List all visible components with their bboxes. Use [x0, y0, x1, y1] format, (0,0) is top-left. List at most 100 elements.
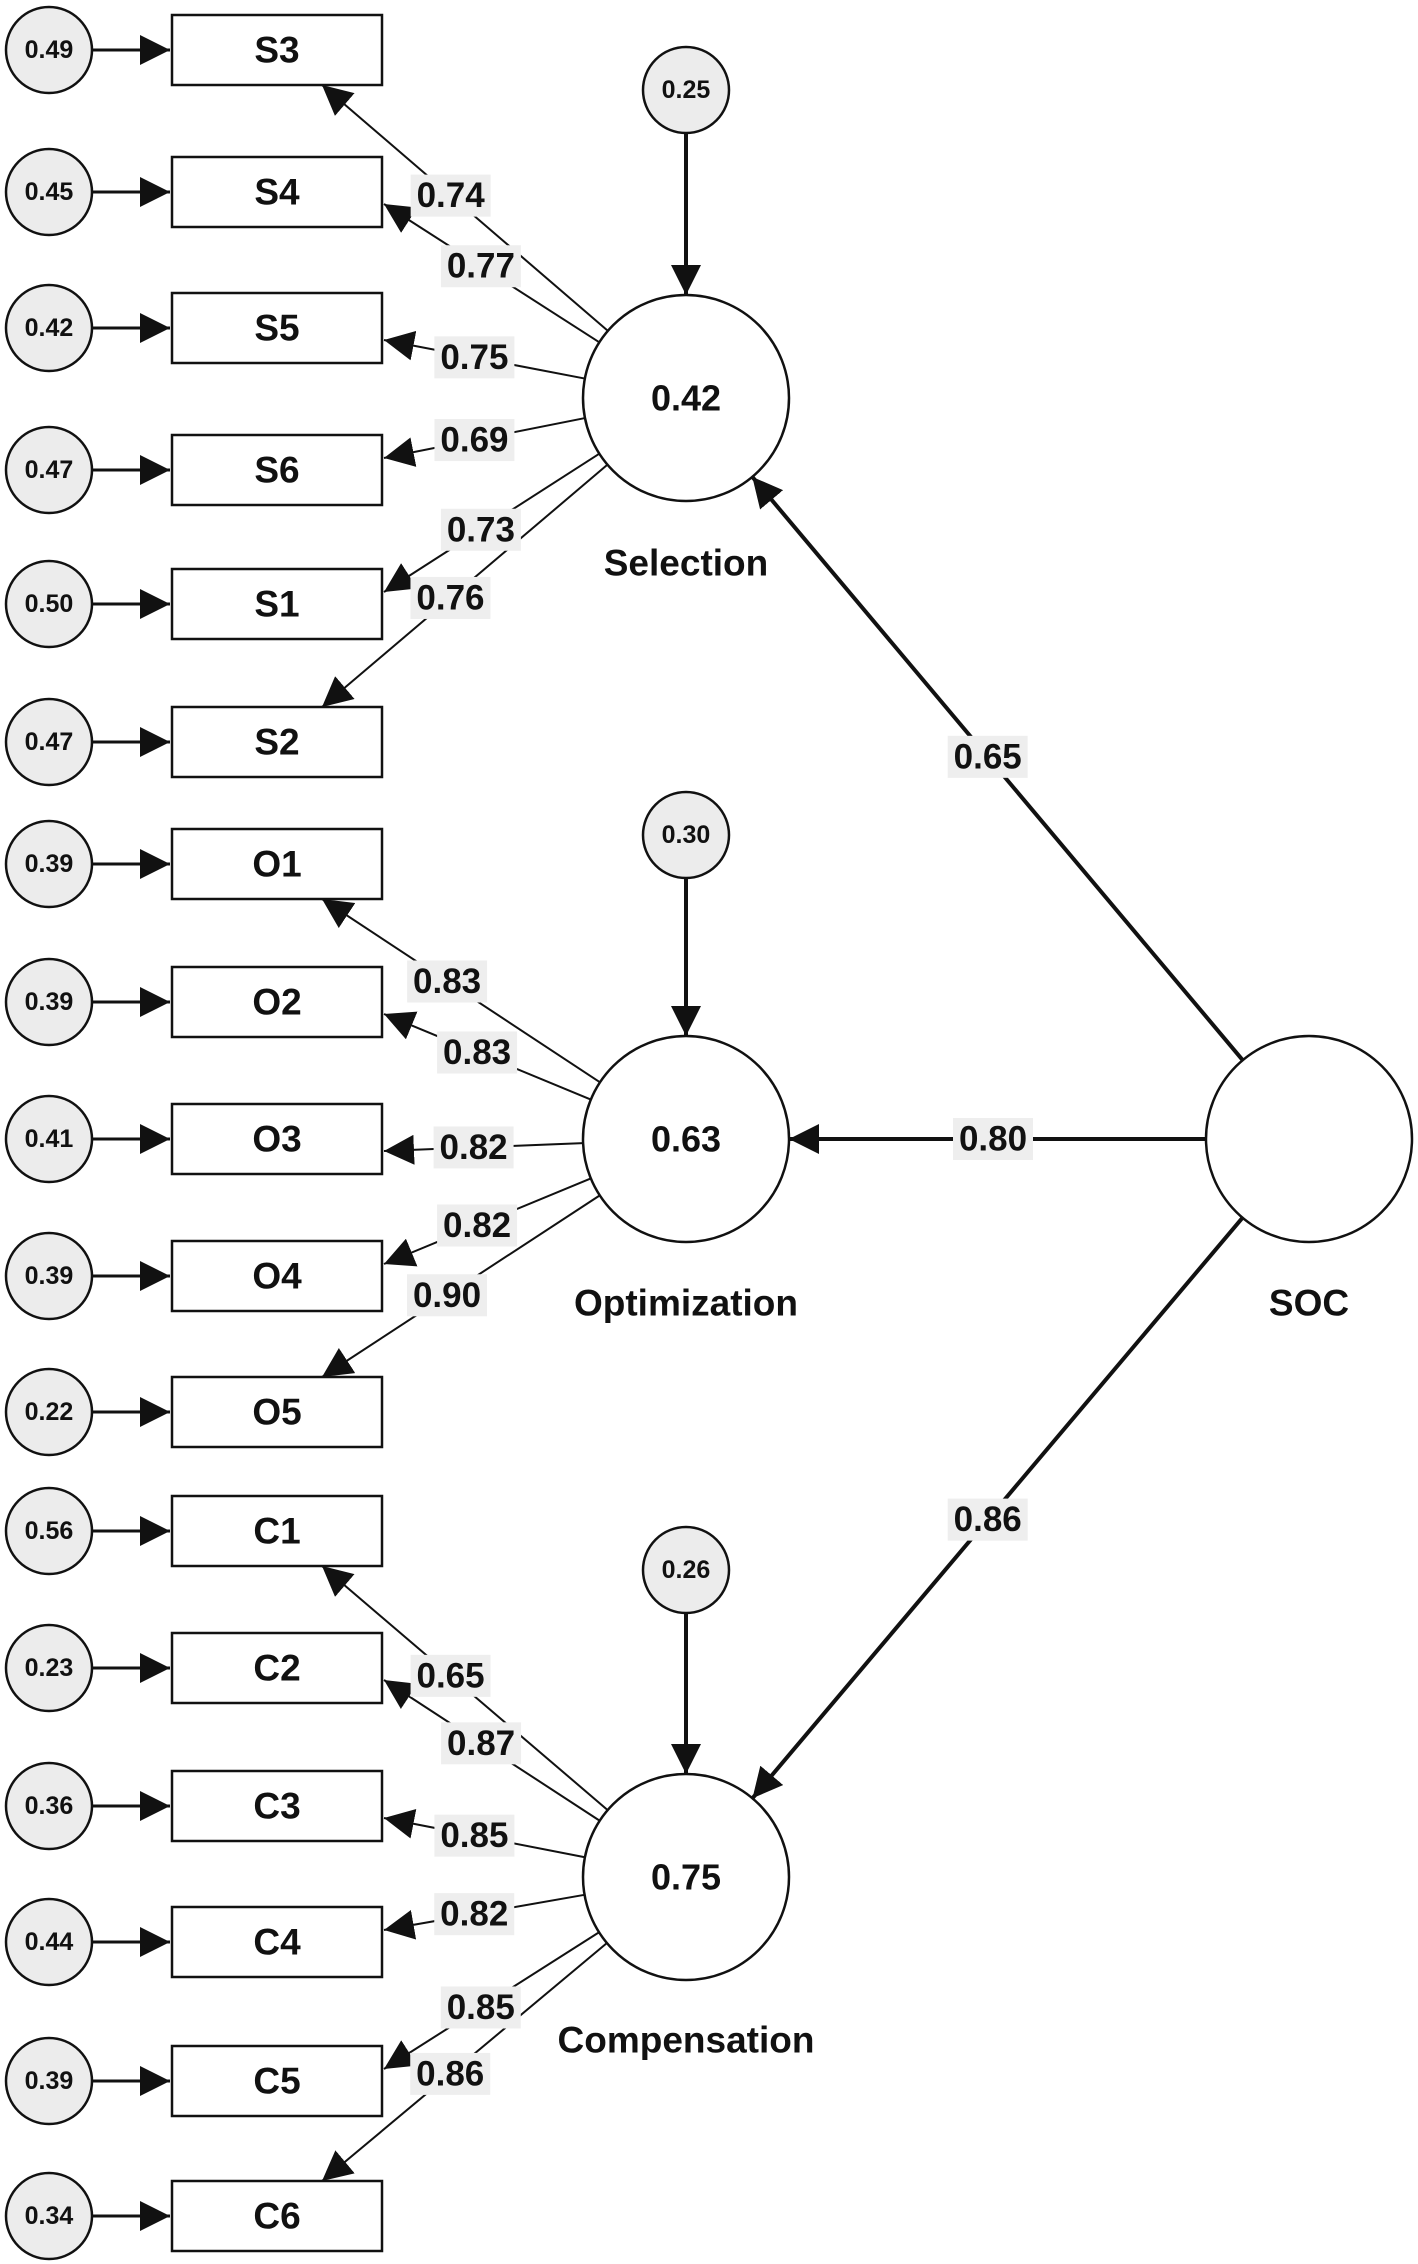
loading-value-C2-bg [441, 1722, 522, 1765]
indicator-label-O1: O1 [252, 844, 301, 885]
indicator-label-S3: S3 [254, 30, 299, 71]
loading-value-S2: 0.76 [416, 578, 484, 617]
loading-value-C5-bg [440, 1986, 521, 2029]
loading-value-C3-bg [434, 1814, 515, 1857]
loading-value-O5-bg [407, 1274, 488, 1317]
indicator-label-C4: C4 [253, 1922, 301, 1963]
loading-value-O4-bg [437, 1204, 518, 1247]
factor-name-optimization: Optimization [574, 1283, 798, 1324]
soc-circle [1204, 1034, 1414, 1244]
loading-value-O4: 0.82 [443, 1206, 511, 1245]
loading-value-C4: 0.82 [440, 1895, 508, 1934]
factor-value-optimization: 0.63 [651, 1119, 721, 1160]
error-circle-O2 [4, 957, 94, 1047]
loading-value-C1: 0.65 [416, 1656, 484, 1695]
indicator-label-C5: C5 [253, 2061, 300, 2102]
error-value-S4: 0.45 [25, 178, 74, 206]
error-value-S2: 0.47 [25, 728, 74, 756]
loading-value-O1-bg [407, 960, 488, 1003]
indicator-label-O2: O2 [252, 982, 301, 1023]
indicator-box-C6 [170, 2179, 384, 2253]
indicator-box-S4 [170, 155, 384, 229]
loading-value-S3-bg [410, 174, 491, 217]
loading-value-O1: 0.83 [413, 962, 481, 1001]
factor-circle-optimization [581, 1034, 791, 1244]
error-value-C3: 0.36 [25, 1792, 74, 1820]
indicator-box-O5 [170, 1375, 384, 1449]
error-circle-O4 [4, 1231, 94, 1321]
factor-value-selection: 0.42 [651, 378, 721, 419]
indicator-label-C2: C2 [253, 1648, 300, 1689]
error-circle-C1 [4, 1486, 94, 1576]
indicator-box-C1 [170, 1494, 384, 1568]
loading-value-S1: 0.73 [447, 510, 515, 549]
indicator-box-O2 [170, 965, 384, 1039]
path-value-optimization: 0.80 [959, 1120, 1027, 1159]
error-value-S3: 0.49 [25, 36, 74, 64]
loading-value-O5: 0.90 [413, 1276, 481, 1315]
error-value-C6: 0.34 [25, 2202, 74, 2230]
indicator-box-O4 [170, 1239, 384, 1313]
error-circle-S6 [4, 425, 94, 515]
error-value-O4: 0.39 [25, 1262, 74, 1290]
indicator-label-C3: C3 [253, 1786, 300, 1827]
indicator-label-S5: S5 [254, 308, 299, 349]
indicator-label-C1: C1 [253, 1511, 300, 1552]
error-circle-S5 [4, 283, 94, 373]
error-circle-C6 [4, 2171, 94, 2261]
indicator-box-S6 [170, 433, 384, 507]
error-circle-O1 [4, 819, 94, 909]
loading-value-O3: 0.82 [440, 1128, 508, 1167]
error-circle-C4 [4, 1897, 94, 1987]
indicator-box-O1 [170, 827, 384, 901]
indicator-box-S2 [170, 705, 384, 779]
indicator-box-S5 [170, 291, 384, 365]
loading-value-C3: 0.85 [440, 1816, 508, 1855]
indicator-box-S1 [170, 567, 384, 641]
factor-circle-compensation [581, 1772, 791, 1982]
loading-value-C6-bg [410, 2052, 491, 2095]
path-value-selection-bg [947, 735, 1028, 778]
loading-value-O3-bg [433, 1126, 514, 1169]
path-value-compensation-bg [947, 1498, 1028, 1541]
residual-circle-selection [641, 45, 731, 135]
indicator-label-S1: S1 [254, 584, 299, 625]
error-value-O2: 0.39 [25, 988, 74, 1016]
error-value-C1: 0.56 [25, 1517, 74, 1545]
error-value-C2: 0.23 [25, 1654, 74, 1682]
path-value-compensation: 0.86 [954, 1500, 1022, 1539]
error-circle-S2 [4, 697, 94, 787]
loading-value-S3: 0.74 [417, 176, 486, 215]
error-value-C5: 0.39 [25, 2067, 74, 2095]
indicator-label-S2: S2 [254, 722, 299, 763]
residual-circle-compensation [641, 1525, 731, 1615]
error-value-O3: 0.41 [25, 1125, 74, 1153]
error-circle-S3 [4, 5, 94, 95]
loading-value-S4-bg [440, 245, 521, 288]
factor-name-selection: Selection [604, 543, 769, 584]
error-circle-C5 [4, 2036, 94, 2126]
factor-name-compensation: Compensation [558, 2020, 815, 2061]
loading-value-C6: 0.86 [416, 2054, 484, 2093]
error-value-O1: 0.39 [25, 850, 74, 878]
residual-circle-optimization [641, 790, 731, 880]
loading-value-S5-bg [434, 336, 515, 379]
factor-circle-selection [581, 293, 791, 503]
indicator-label-S4: S4 [254, 172, 300, 213]
loading-value-S5: 0.75 [440, 338, 508, 377]
error-circle-C2 [4, 1623, 94, 1713]
loading-value-O2: 0.83 [443, 1033, 511, 1072]
residual-value-optimization: 0.30 [662, 821, 711, 849]
error-circle-S1 [4, 559, 94, 649]
residual-value-selection: 0.25 [662, 76, 711, 104]
error-value-O5: 0.22 [25, 1398, 74, 1426]
indicator-box-O3 [170, 1102, 384, 1176]
residual-value-compensation: 0.26 [662, 1556, 711, 1584]
factor-value-compensation: 0.75 [651, 1857, 721, 1898]
indicator-label-O3: O3 [252, 1119, 301, 1160]
indicator-label-C6: C6 [253, 2196, 300, 2237]
indicator-label-O4: O4 [252, 1256, 302, 1297]
error-value-C4: 0.44 [25, 1928, 74, 1956]
indicator-box-C5 [170, 2044, 384, 2118]
